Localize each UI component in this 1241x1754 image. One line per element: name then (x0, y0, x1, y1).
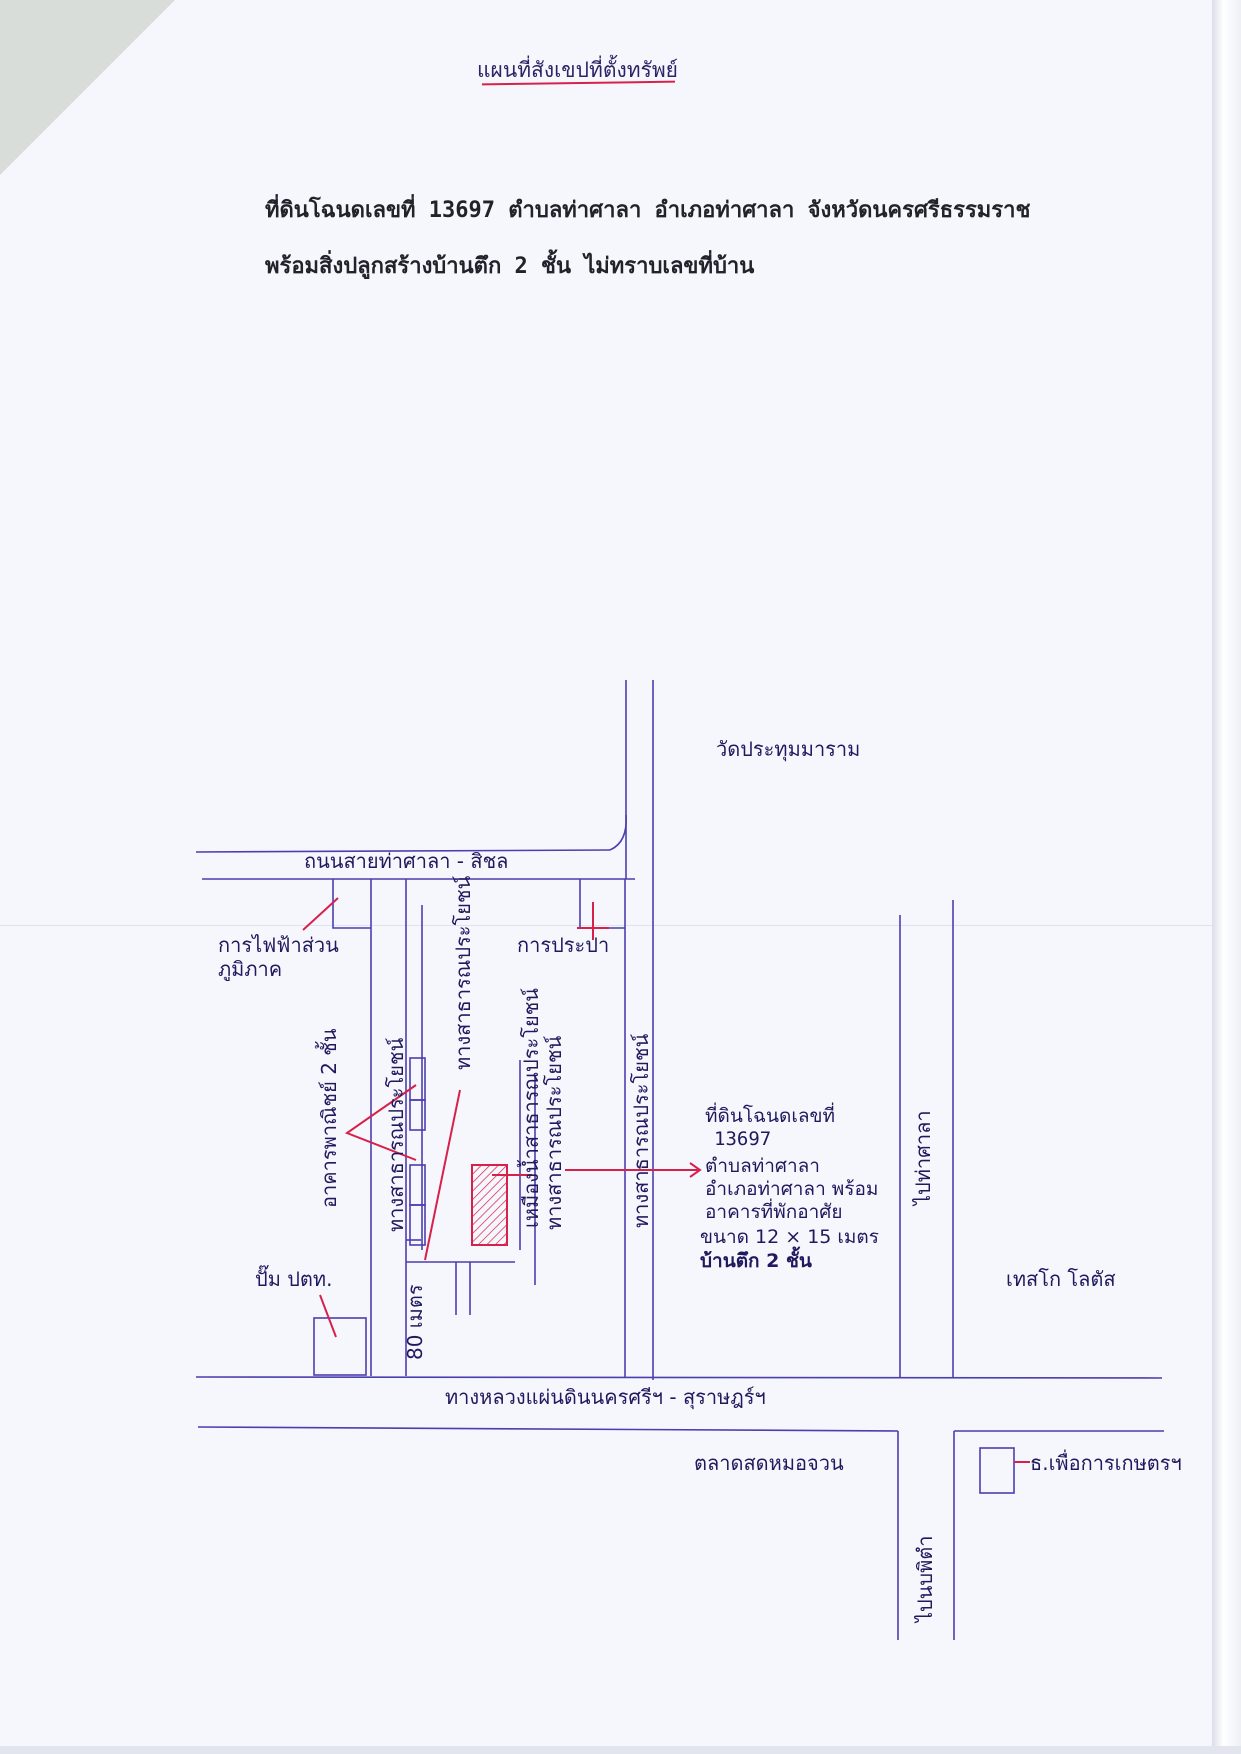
label-bank: ธ.เพื่อการเกษตรฯ (1030, 1451, 1182, 1475)
pointer-lines (302, 897, 1030, 1463)
label-distance: 80 เมตร (403, 1284, 427, 1360)
property-line-6: ขนาด 12 × 15 เมตร (700, 1226, 879, 1248)
label-waterworks: การประปา (517, 933, 610, 957)
bank-plot (979, 1447, 1015, 1494)
label-gas-station: ปั๊ม ปตท. (255, 1267, 333, 1291)
pointer-property-arrow (689, 1162, 702, 1178)
waterworks-plot (579, 879, 625, 929)
label-to-tha-sala: ไปท่าศาลา (911, 1110, 935, 1205)
highway-lower-edge-left (197, 1426, 899, 1432)
label-electricity-2: ภูมิภาค (218, 957, 283, 981)
ptt-plot (313, 1317, 367, 1376)
map-drawing (195, 680, 1164, 1640)
top-road-curve (609, 814, 627, 851)
road-lines (195, 680, 1164, 1640)
header-line-1: ที่ดินโฉนดเลขที่ 13697 ตำบลท่าศาลา อำเภอ… (265, 198, 1031, 223)
label-public-way-2: ทางสาธารณประโยชน์ (451, 875, 475, 1070)
pointer-shophouse (344, 1084, 417, 1161)
property-line-2: 13697 (714, 1128, 772, 1150)
label-tesco: เทสโก โลตัส (1006, 1267, 1116, 1291)
shophouse-block-b (409, 1099, 426, 1131)
property-line-1: ที่ดินโฉนดเลขที่ (705, 1105, 835, 1127)
paper-edge-bottom (0, 1746, 1241, 1754)
property-parcel (471, 1164, 508, 1246)
property-line-4: อำเภอท่าศาลา พร้อม (705, 1178, 879, 1200)
label-to-nopphitam: ไปนบพิตำ (913, 1535, 937, 1622)
top-road-upper-edge (195, 849, 611, 853)
label-temple: วัดประทุมมาราม (716, 737, 861, 761)
label-ditch: เหมืองน้ำสาธารณประโยชน์ (519, 988, 543, 1228)
pointer-ptt (319, 1294, 337, 1338)
map-title: แผนที่สังเขปที่ตั้งทรัพย์ (477, 58, 678, 82)
pointer-public-way (424, 1089, 461, 1261)
label-top-road: ถนนสายท่าศาลา - สิชล (304, 849, 509, 873)
label-public-way-1: ทางสาธารณประโยชน์ (384, 1037, 408, 1232)
label-public-way-3: ทางสาธารณประโยชน์ (542, 1035, 566, 1230)
property-line-5: อาคารที่พักอาศัย (705, 1201, 843, 1223)
header-line-2: พร้อมสิ่งปลูกสร้างบ้านตึก 2 ชั้น ไม่ทราบ… (265, 254, 755, 279)
paper-edge-right (1212, 0, 1241, 1754)
electricity-building (332, 879, 371, 929)
label-market: ตลาดสดหมอจวน (694, 1451, 844, 1475)
pointer-electricity (302, 897, 339, 931)
label-electricity-1: การไฟฟ้าส่วน (218, 933, 339, 957)
paper-fold-line (0, 925, 1212, 926)
folded-corner (0, 0, 175, 175)
label-public-way-right: ทางสาธารณประโยชน์ (629, 1033, 653, 1228)
shophouse-block-d (409, 1204, 426, 1246)
label-highway: ทางหลวงแผ่นดินนครศรีฯ - สุราษฎร์ฯ (445, 1385, 766, 1409)
highway-upper-edge (195, 1376, 1163, 1379)
label-shophouse: อาคารพาณิชย์ 2 ชั้น (317, 1028, 341, 1208)
property-line-3: ตำบลท่าศาลา (705, 1155, 820, 1177)
property-line-7: บ้านตึก 2 ชั้น (700, 1250, 812, 1272)
paper-sheet (0, 0, 1212, 1754)
